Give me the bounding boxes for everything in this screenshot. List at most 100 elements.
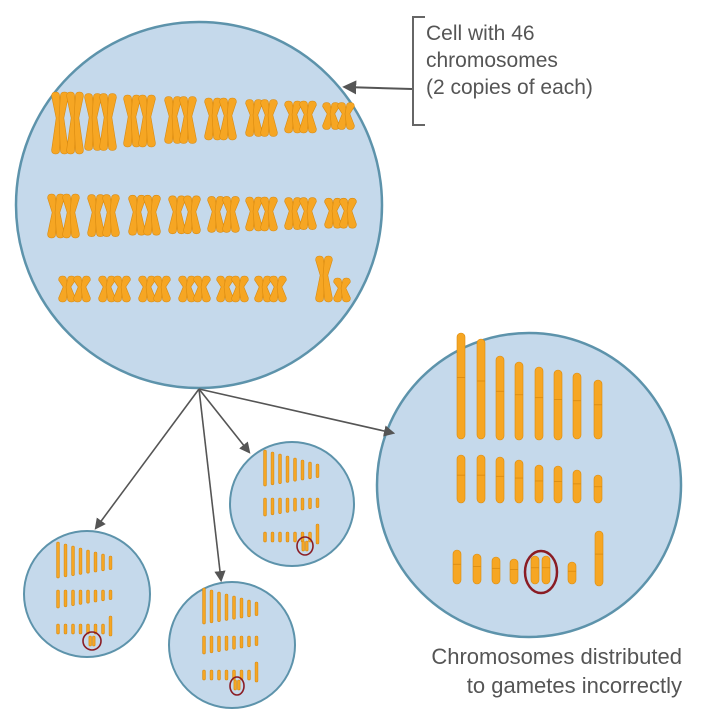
chromosome (270, 531, 275, 543)
chromosome (254, 661, 259, 683)
chromatid (186, 96, 197, 144)
chromatid (340, 277, 351, 303)
chromatid (324, 197, 335, 229)
chromatid (87, 194, 98, 237)
chromosome (263, 449, 267, 487)
gametes-label-line-1: Chromosomes distributed (431, 644, 682, 669)
chromosome-5 (123, 94, 141, 148)
chromatid (306, 100, 317, 134)
chromosome (476, 338, 486, 440)
chromosome (593, 474, 603, 504)
chromosome (456, 454, 466, 504)
chromosome (308, 497, 312, 510)
chromosome-3 (84, 93, 102, 151)
chromatid (245, 99, 256, 137)
chromosome (71, 623, 75, 635)
chromosome (300, 459, 305, 481)
chromosome (86, 623, 90, 635)
chromosome (278, 453, 282, 484)
chromatid (284, 100, 295, 134)
chromosome-14 (299, 100, 317, 134)
chromosome-21 (128, 194, 146, 236)
chromosome-39 (178, 275, 196, 303)
chromosome-26 (222, 196, 240, 233)
chromosome-19 (87, 194, 105, 237)
arrow-to-gamete-large (198, 388, 396, 437)
cell-label-line-3: (2 copies of each) (426, 76, 593, 99)
chromatid (284, 197, 295, 230)
chromosome (86, 549, 90, 574)
chromosome (217, 591, 221, 622)
chromatid (315, 255, 326, 303)
chromosome-29 (284, 197, 302, 230)
chromosome (93, 551, 98, 573)
chromosome-38 (153, 275, 171, 303)
chromosome (63, 543, 68, 578)
chromosome-22 (143, 194, 161, 236)
chromatid (222, 196, 233, 233)
chromosome (101, 623, 105, 635)
chromosome (514, 361, 524, 441)
chromosome (78, 547, 83, 575)
chromosome (254, 635, 259, 646)
chromatid (84, 93, 95, 151)
chromatid (73, 91, 84, 155)
chromosome-43 (254, 275, 272, 303)
chromatid (109, 194, 120, 237)
chromatid (179, 96, 190, 144)
extra-chromosome-ring-large (523, 549, 559, 595)
chromatid (344, 102, 355, 130)
chromosome (209, 635, 214, 654)
chromosome (93, 589, 98, 603)
chromosome-16 (337, 102, 355, 130)
chromatid (322, 255, 333, 303)
chromatid (299, 100, 310, 134)
chromosome-9 (204, 97, 222, 141)
extra-chromosome (233, 679, 237, 691)
chromosome-y (333, 277, 351, 303)
parent-chromosomes (47, 91, 357, 303)
chromosome (270, 497, 275, 516)
label-arrow (342, 80, 413, 95)
chromosome (254, 601, 259, 616)
chromosome-40 (193, 275, 211, 303)
chromosome (514, 459, 524, 504)
chromosome-44 (269, 275, 287, 303)
chromosome (495, 456, 505, 504)
gamete-cell-2 (168, 581, 296, 709)
chromatid (62, 193, 73, 239)
chromosome (495, 355, 505, 441)
chromosome (86, 589, 90, 604)
chromatid (178, 275, 189, 303)
chromosome (452, 549, 462, 585)
chromatid (138, 94, 149, 148)
extra-chromosome-ring-3 (296, 536, 314, 556)
chromosome-28 (260, 196, 278, 232)
chromosome (56, 541, 60, 579)
chromosome (63, 623, 68, 635)
chromatid (153, 275, 164, 303)
chromatid (346, 197, 357, 229)
chromosome-x (315, 255, 333, 303)
chromatid (193, 275, 204, 303)
chromatid (99, 93, 110, 151)
chromosome (209, 589, 214, 624)
chromosome (56, 623, 60, 635)
chromosome-36 (113, 275, 131, 303)
chromatid (190, 195, 201, 235)
chromosome-4 (99, 93, 117, 151)
chromosome (108, 589, 113, 600)
chromatid (145, 94, 156, 148)
chromosome (308, 461, 312, 480)
arrow-to-gamete-3 (198, 388, 251, 454)
chromosome (278, 531, 282, 543)
chromosome-24 (183, 195, 201, 235)
chromosome (491, 556, 501, 585)
chromatid (339, 197, 350, 229)
chromosome (93, 623, 98, 635)
chromatid (269, 275, 280, 303)
extra-chromosome-ring-1 (82, 631, 102, 651)
chromatid (106, 93, 117, 151)
chromosome (224, 669, 229, 681)
chromosome-18 (62, 193, 80, 239)
